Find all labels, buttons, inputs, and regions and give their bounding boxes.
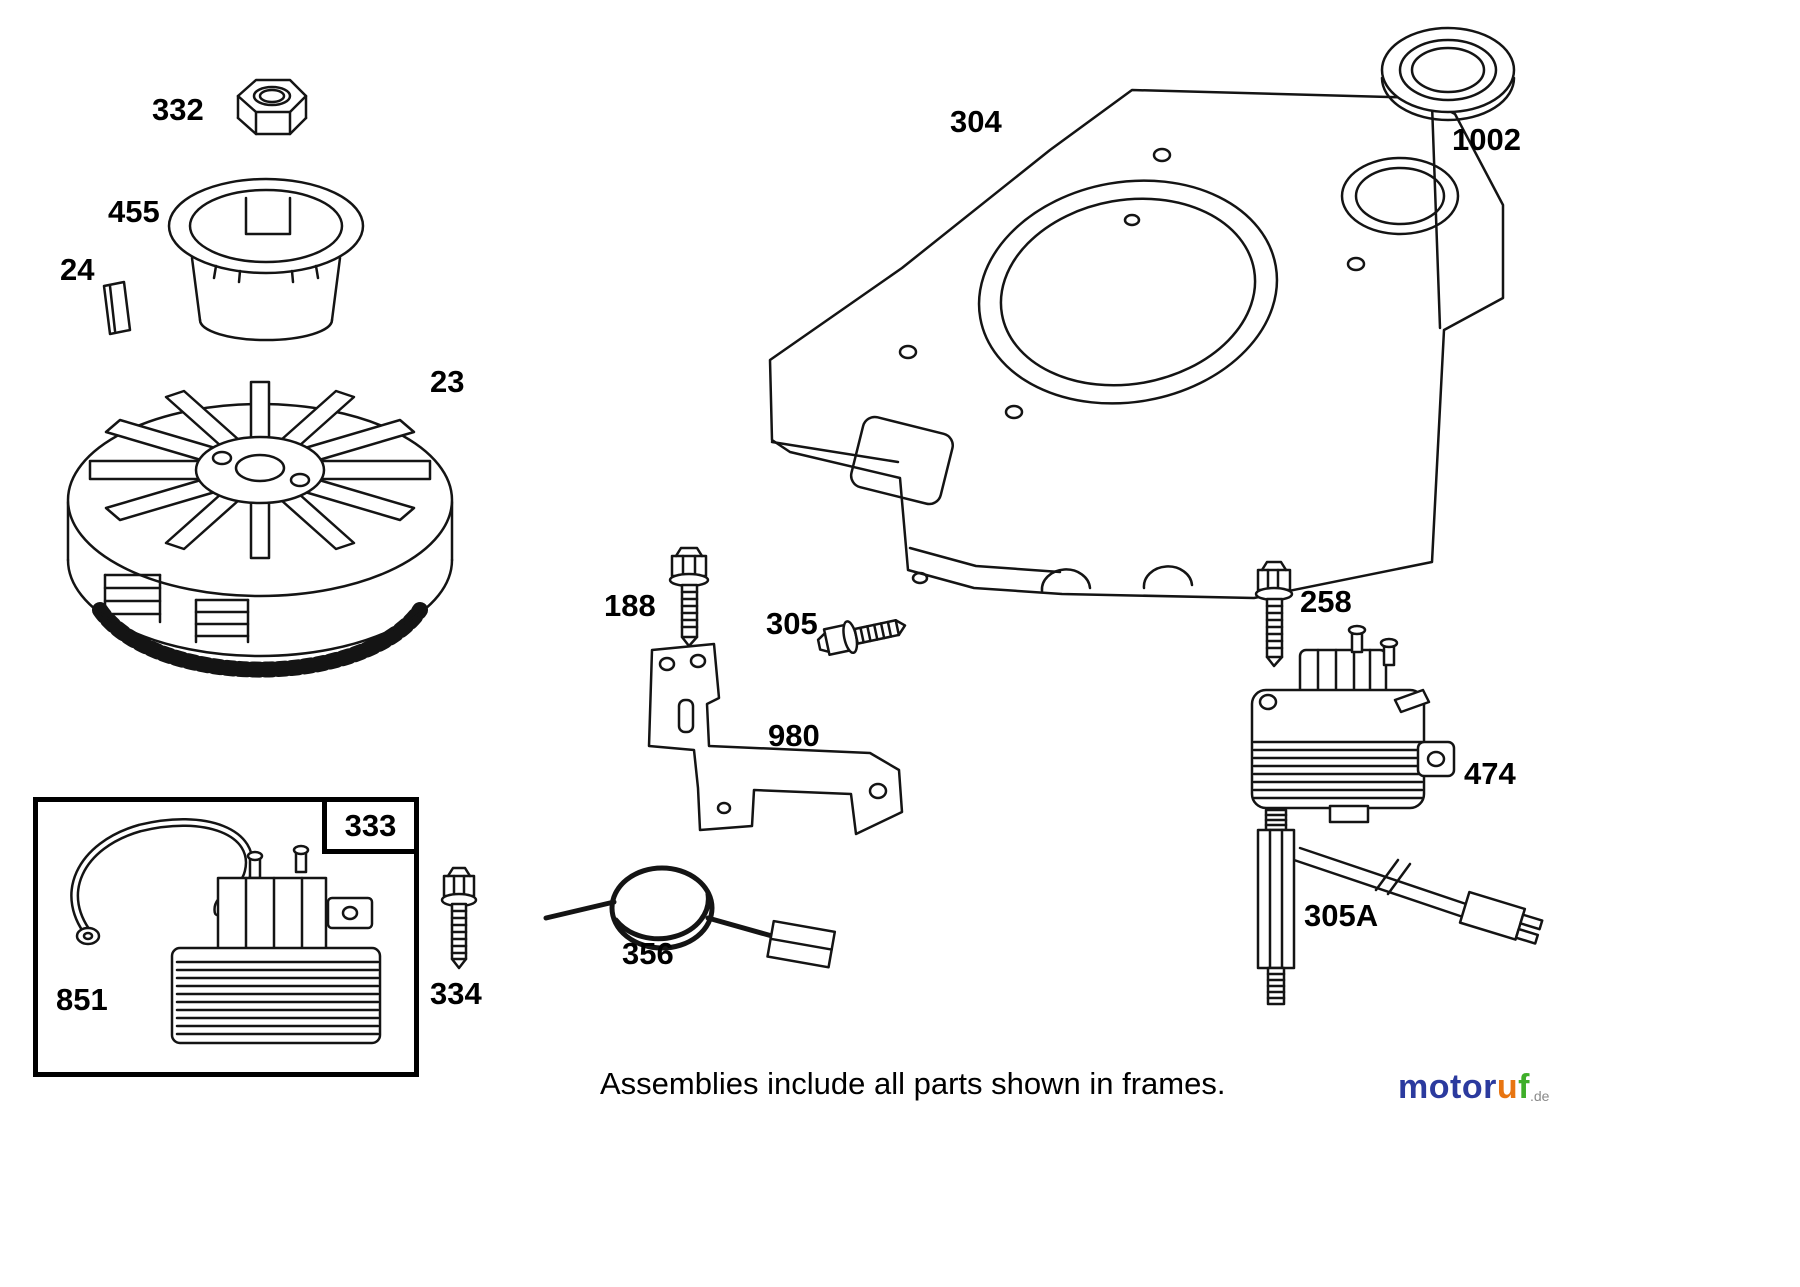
ring-1002-drawing (1380, 26, 1516, 122)
flywheel-fins (88, 380, 432, 560)
bracket-980-drawing (647, 642, 904, 836)
logo[interactable]: motoruf .de (1398, 1068, 1549, 1107)
flywheel-magnet-hatch (103, 573, 250, 644)
nut-332-drawing (236, 78, 308, 136)
part-label-334: 334 (430, 976, 482, 1011)
part-label-304: 304 (950, 104, 1002, 139)
part-label-258: 258 (1300, 584, 1352, 619)
cup-455-drawing (167, 177, 365, 342)
bolt-334-drawing (440, 866, 478, 970)
bolt-305-drawing (816, 619, 907, 657)
part-label-474: 474 (1464, 756, 1516, 791)
part-label-23: 23 (430, 364, 465, 399)
footer-note: Assemblies include all parts shown in fr… (600, 1066, 1226, 1101)
part-label-1002: 1002 (1452, 122, 1521, 157)
armature-474-drawing (1250, 624, 1456, 824)
logo-word[interactable]: motoruf (1398, 1068, 1530, 1106)
part-label-851: 851 (56, 982, 108, 1017)
housing-304-drawing (768, 88, 1505, 600)
coil-851-drawing (70, 817, 382, 1045)
key-24-drawing (102, 280, 132, 336)
part-label-980: 980 (768, 718, 820, 753)
part-label-455: 455 (108, 194, 160, 229)
bolt-188-drawing (668, 546, 710, 648)
part-label-188: 188 (604, 588, 656, 623)
bolt-258-drawing (1254, 560, 1294, 668)
wire-356-drawing (543, 865, 837, 969)
part-label-24: 24 (60, 252, 95, 287)
flywheel-23-drawing (66, 380, 454, 678)
part-label-356: 356 (622, 936, 674, 971)
part-label-305: 305 (766, 606, 818, 641)
part-label-333: 333 (344, 807, 397, 843)
assembly-frame-333: 333 (33, 797, 419, 1077)
part-label-332: 332 (152, 92, 204, 127)
assembly-frame-tag: 333 (322, 797, 419, 854)
part-label-305A: 305A (1304, 898, 1379, 933)
logo-suffix: .de (1529, 1088, 1550, 1104)
standoff-305A-drawing (1256, 808, 1544, 1006)
